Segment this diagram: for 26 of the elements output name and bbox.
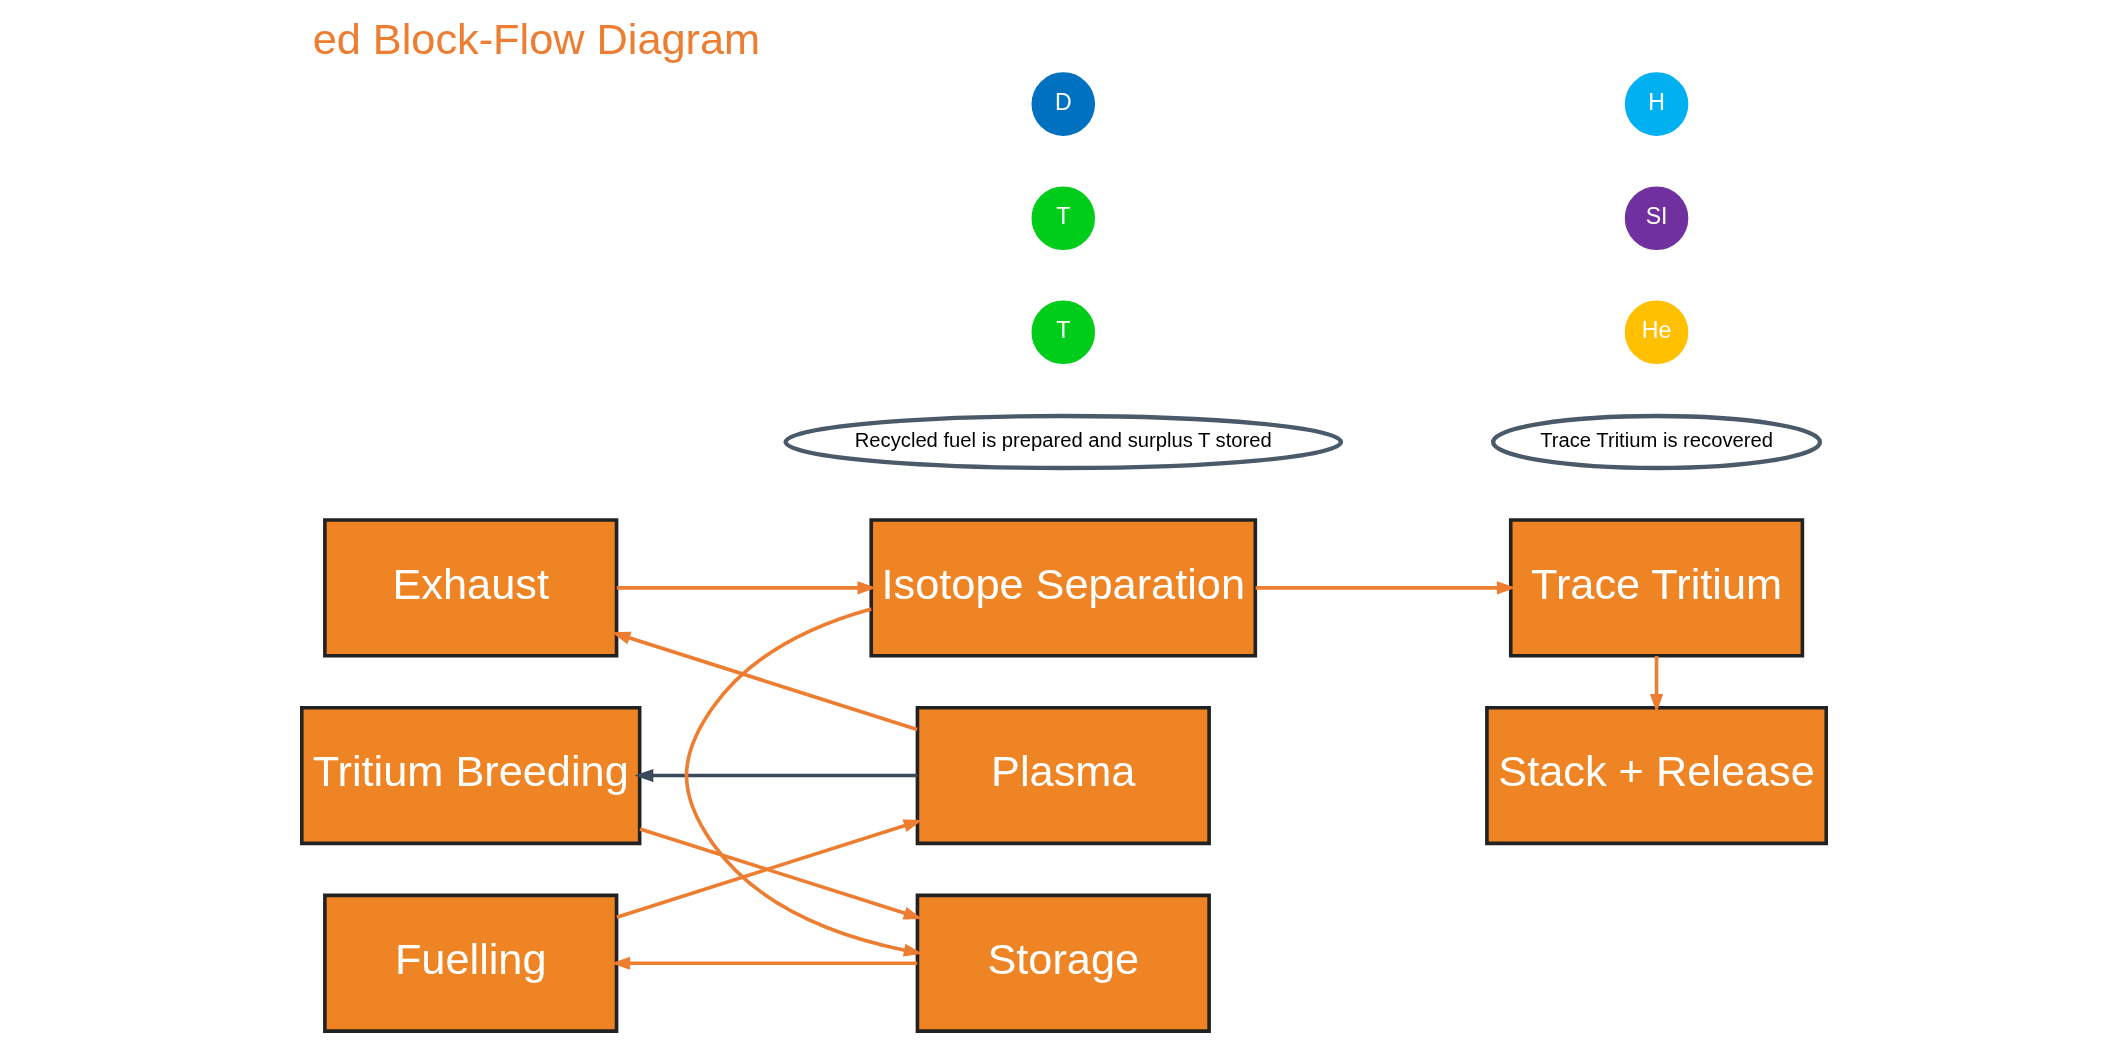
arrow [634, 768, 918, 783]
node-circle: T [1031, 186, 1096, 250]
arrow [1255, 581, 1516, 595]
arrow [616, 819, 923, 919]
arrow [1649, 656, 1664, 713]
node-box: Fuelling [323, 893, 619, 1033]
node-ellipse: Recycled fuel is prepared and surplus T stored [783, 413, 1344, 471]
node-circle: T [1031, 300, 1096, 365]
node-circle: D [1031, 72, 1096, 136]
node-circle: SI [1624, 186, 1689, 250]
arrow [639, 827, 923, 920]
node-ellipse: Trace Tritium is recovered [1490, 413, 1823, 471]
arrow [611, 956, 918, 970]
node-circle: H [1624, 72, 1689, 136]
node-box: Tritium Breeding [299, 705, 642, 846]
node-box: Stack + Release [1485, 705, 1829, 846]
node-box: Plasma [915, 705, 1211, 846]
arrow [611, 631, 918, 732]
diagram-title: ed Block-Flow Diagram [312, 15, 761, 64]
node-circle: He [1624, 300, 1689, 365]
node-box: Trace Tritium [1508, 518, 1805, 658]
arrow [684, 607, 923, 957]
arrow [616, 581, 877, 595]
node-box: Storage [915, 893, 1211, 1033]
node-box: Exhaust [323, 518, 619, 658]
node-box: Isotope Separation [869, 518, 1258, 658]
